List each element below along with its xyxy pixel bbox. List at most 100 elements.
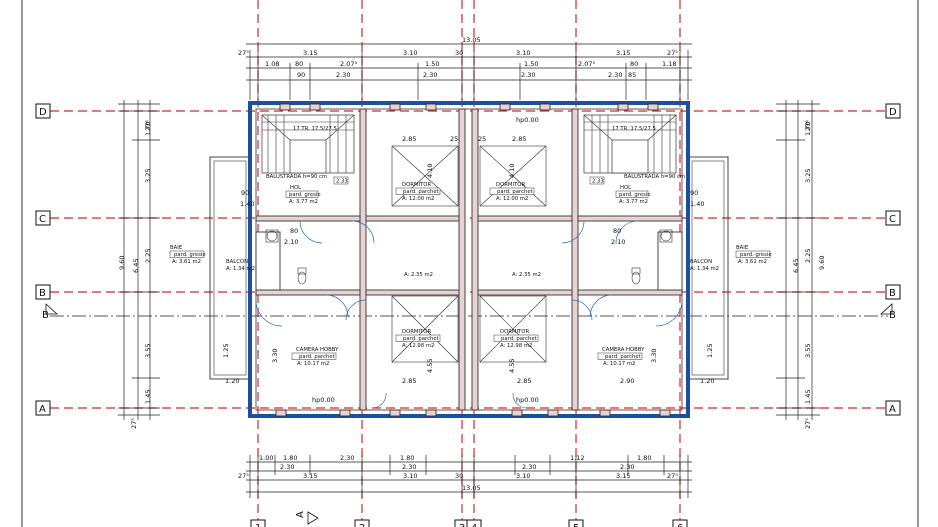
grid-row-labels-right: D C B A bbox=[885, 103, 901, 416]
svg-text:4.55: 4.55 bbox=[426, 359, 434, 373]
stair-label-right: 17 TR. 17.5/27.5 bbox=[612, 126, 656, 132]
dim-top-inner2-0: 90 bbox=[297, 71, 305, 79]
interior-dimensions: 2.85 25 25 2.85 2.10 2.10 2.85 2.85 2.90… bbox=[222, 116, 714, 404]
svg-text:B: B bbox=[42, 310, 49, 321]
svg-text:2.10: 2.10 bbox=[611, 238, 625, 246]
svg-text:A: 3.61 m2: A: 3.61 m2 bbox=[172, 259, 201, 265]
dim-top-inner2-3: 85 bbox=[628, 71, 636, 79]
svg-text:pard. parchet: pard. parchet bbox=[403, 336, 439, 342]
svg-text:pard. gresie: pard. gresie bbox=[740, 252, 772, 258]
room-label-dormitor-top-left: DORMITOR pard. parchet A: 12.00 m2 bbox=[395, 182, 441, 202]
dim-right-6: 27⁵ bbox=[804, 418, 812, 429]
grid-label-d-right-text: D bbox=[889, 107, 897, 118]
dim-top-outer-4: 3.10 bbox=[516, 49, 530, 57]
section-line-b: B B bbox=[42, 303, 896, 321]
svg-text:4.10: 4.10 bbox=[426, 164, 434, 178]
room-label-dormitor-bottom-left: DORMITOR pard. parchet A: 12.98 m2 bbox=[395, 329, 441, 349]
svg-text:4.10: 4.10 bbox=[508, 164, 516, 178]
dim-left-6: 27⁵ bbox=[130, 418, 138, 429]
svg-text:BALCON: BALCON bbox=[690, 259, 712, 265]
dim-left-0: 27⁵ bbox=[144, 120, 152, 131]
dim-right-4: 3.55 bbox=[804, 344, 812, 358]
svg-text:A: 3.77 m2: A: 3.77 m2 bbox=[289, 199, 318, 205]
stair-level-right: 2.33 bbox=[592, 179, 604, 185]
svg-text:25: 25 bbox=[450, 135, 458, 143]
dim-bottom3-2: 3.10 bbox=[403, 472, 417, 480]
svg-text:hp0.00: hp0.00 bbox=[312, 396, 335, 404]
svg-text:DORMITOR: DORMITOR bbox=[500, 329, 529, 335]
corridor-area-left: A: 2.35 m2 bbox=[404, 272, 433, 278]
room-label-dormitor-bottom-right: DORMITOR pard. parchet A: 12.98 m2 bbox=[493, 329, 539, 349]
dim-right-mid-0: 6.45 bbox=[792, 259, 800, 273]
svg-text:A: 1.34 m2: A: 1.34 m2 bbox=[690, 266, 719, 272]
dim-bottom-total: 13.05 bbox=[462, 484, 481, 492]
dim-top-inner2-5: 2.30 bbox=[608, 71, 622, 79]
balustrade-label-left: BALUSTRADA h=90 cm bbox=[266, 174, 327, 180]
balustrade-label-right: BALUSTRADA h=90 cm bbox=[624, 174, 685, 180]
dim-bottom2-3: 2.30 bbox=[620, 463, 634, 471]
grid-label-b-right-text: B bbox=[889, 288, 896, 299]
svg-text:1.25: 1.25 bbox=[222, 344, 230, 358]
dim-right-2: 3.25 bbox=[804, 169, 812, 183]
top-dimension-lines bbox=[246, 43, 692, 100]
svg-text:hp0.00: hp0.00 bbox=[516, 116, 539, 124]
svg-text:A: 12.98 m2: A: 12.98 m2 bbox=[402, 343, 434, 349]
dim-top-inner1-7: 1.18 bbox=[662, 60, 676, 68]
dim-top-outer-6: 27⁵ bbox=[667, 49, 678, 57]
svg-text:2.85: 2.85 bbox=[517, 377, 531, 385]
dim-bottom3-4: 3.10 bbox=[516, 472, 530, 480]
dim-left-3: 2.25 bbox=[144, 249, 152, 263]
dim-bottom3-1: 3.15 bbox=[303, 472, 317, 480]
dim-top-outer-2: 3.10 bbox=[403, 49, 417, 57]
dim-top-inner1-1: 80 bbox=[295, 60, 303, 68]
dim-left-1: 1.70 bbox=[144, 122, 152, 136]
stair-right bbox=[583, 114, 677, 174]
grid-col-2-text: 2 bbox=[359, 523, 365, 527]
dim-bottom2-2: 2.30 bbox=[522, 463, 536, 471]
svg-text:pard. parchet: pard. parchet bbox=[497, 189, 533, 195]
dim-left-5: 1.45 bbox=[144, 390, 152, 404]
grid-col-3-text: 3 bbox=[459, 523, 465, 527]
svg-text:pard. parchet: pard. parchet bbox=[403, 189, 439, 195]
svg-text:A: 10.17 m2: A: 10.17 m2 bbox=[297, 361, 329, 367]
vertical-grid-lines bbox=[257, 0, 681, 527]
svg-text:BAIE: BAIE bbox=[736, 245, 749, 251]
dim-right-1: 1.70 bbox=[804, 122, 812, 136]
grid-col-5-text: 5 bbox=[573, 523, 579, 527]
dim-top-inner1-0: 1.08 bbox=[265, 60, 279, 68]
dim-top-outer-5: 3.15 bbox=[616, 49, 630, 57]
svg-text:A: 1.34 m2: A: 1.34 m2 bbox=[226, 266, 255, 272]
room-label-balcon-right: BALCON A: 1.34 m2 bbox=[690, 259, 719, 272]
svg-text:BAIE: BAIE bbox=[170, 245, 183, 251]
svg-text:2.85: 2.85 bbox=[402, 135, 416, 143]
corridor-area-right: A: 2.35 m2 bbox=[512, 272, 541, 278]
svg-text:A: 3.61 m2: A: 3.61 m2 bbox=[738, 259, 767, 265]
svg-text:25: 25 bbox=[478, 135, 486, 143]
svg-text:3.30: 3.30 bbox=[650, 349, 658, 363]
svg-text:pard. gresie: pard. gresie bbox=[289, 192, 321, 198]
svg-text:1.20: 1.20 bbox=[700, 377, 714, 385]
dim-bottom3-6: 27⁵ bbox=[667, 472, 678, 480]
grid-col-6-text: 6 bbox=[677, 523, 683, 527]
room-label-baie-right: BAIE pard. gresie A: 3.61 m2 bbox=[735, 245, 772, 265]
svg-text:DORMITOR: DORMITOR bbox=[402, 329, 431, 335]
dim-bottom1-0: 1.00 bbox=[259, 454, 273, 462]
room-label-camera-hobby-right: CAMERA HOBBY pard. parchet A: 10.17 m2 bbox=[597, 347, 645, 367]
right-dimension-lines bbox=[776, 100, 820, 420]
grid-col-1-text: 1 bbox=[255, 523, 261, 527]
dim-top-total: 13.05 bbox=[462, 36, 481, 44]
svg-text:hp0.00: hp0.00 bbox=[516, 396, 539, 404]
dim-left-mid-0: 6.45 bbox=[132, 259, 140, 273]
grid-row-labels-left: D C B A bbox=[35, 103, 51, 416]
svg-text:pard. gresie: pard. gresie bbox=[619, 192, 651, 198]
dim-right-5: 1.45 bbox=[804, 390, 812, 404]
bottom-dimension-lines bbox=[246, 455, 692, 498]
grid-col-4-text: 4 bbox=[471, 523, 477, 527]
grid-label-b-left-text: B bbox=[39, 288, 46, 299]
dim-bottom1-3: 1.80 bbox=[400, 454, 414, 462]
dim-bottom3-0: 27⁵ bbox=[238, 472, 249, 480]
svg-text:pard. parchet: pard. parchet bbox=[605, 354, 641, 360]
grid-label-c-right-text: C bbox=[889, 214, 896, 225]
attic-openings bbox=[391, 145, 547, 363]
room-label-hol-right: HOL pard. gresie A: 3.77 m2 bbox=[615, 185, 651, 205]
